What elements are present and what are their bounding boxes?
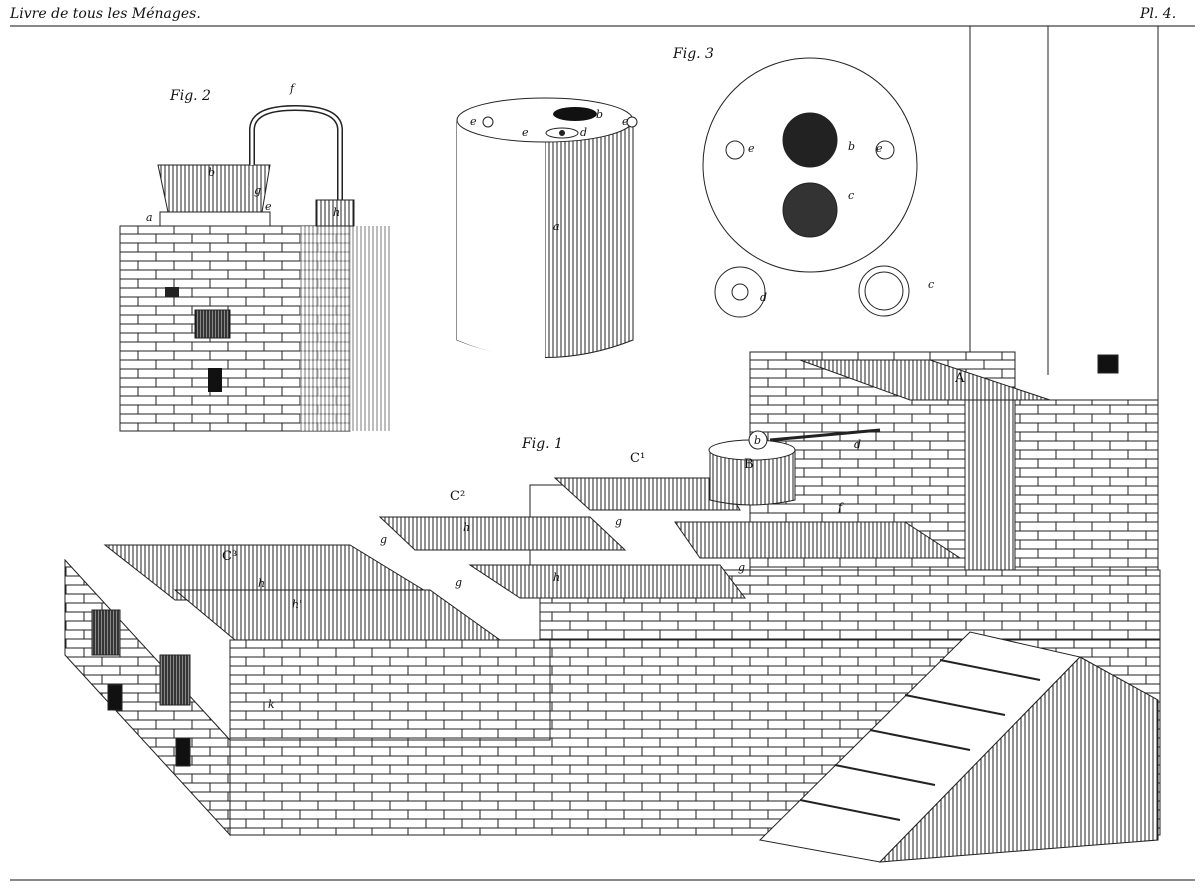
label: d xyxy=(854,438,861,451)
label: e xyxy=(748,142,755,155)
label: h xyxy=(333,206,340,219)
label: f xyxy=(837,501,844,514)
label: h' xyxy=(292,598,302,611)
label: d xyxy=(760,291,767,304)
label: h xyxy=(463,521,470,534)
fig2-furnace xyxy=(119,104,390,432)
label: c xyxy=(928,278,934,291)
label: d xyxy=(580,126,587,139)
label: g xyxy=(615,515,622,528)
label: A xyxy=(954,371,965,386)
label: b xyxy=(848,140,855,153)
fig3-lid-plan xyxy=(702,57,918,318)
label: e xyxy=(876,142,883,155)
label: g xyxy=(738,561,745,574)
label: C¹ xyxy=(630,451,645,466)
cylinder-vessel xyxy=(456,97,638,360)
plate-number: Pl. 4. xyxy=(1139,6,1176,22)
label: b xyxy=(208,166,215,179)
label: b xyxy=(596,108,603,121)
label: a xyxy=(553,220,560,233)
fig2-caption: Fig. 2 xyxy=(169,88,211,104)
label: B xyxy=(744,457,754,472)
label: g xyxy=(254,184,261,197)
label: g xyxy=(380,533,387,546)
label: e xyxy=(622,115,629,128)
label: C³ xyxy=(222,549,237,564)
fig3-caption: Fig. 3 xyxy=(672,46,714,62)
label: c xyxy=(848,189,854,202)
fig1-evaporator xyxy=(64,351,1161,863)
label: C² xyxy=(450,489,465,504)
label: f xyxy=(289,82,296,95)
label: k xyxy=(268,698,275,711)
fig1-caption: Fig. 1 xyxy=(521,436,563,452)
label: e xyxy=(265,200,272,213)
label: g xyxy=(455,576,462,589)
label: h xyxy=(553,571,560,584)
label: e xyxy=(522,126,529,139)
label: a xyxy=(146,211,153,224)
label: b xyxy=(754,434,761,447)
book-title: Livre de tous les Ménages. xyxy=(9,6,201,22)
label: h xyxy=(258,577,265,590)
label: e xyxy=(470,115,477,128)
